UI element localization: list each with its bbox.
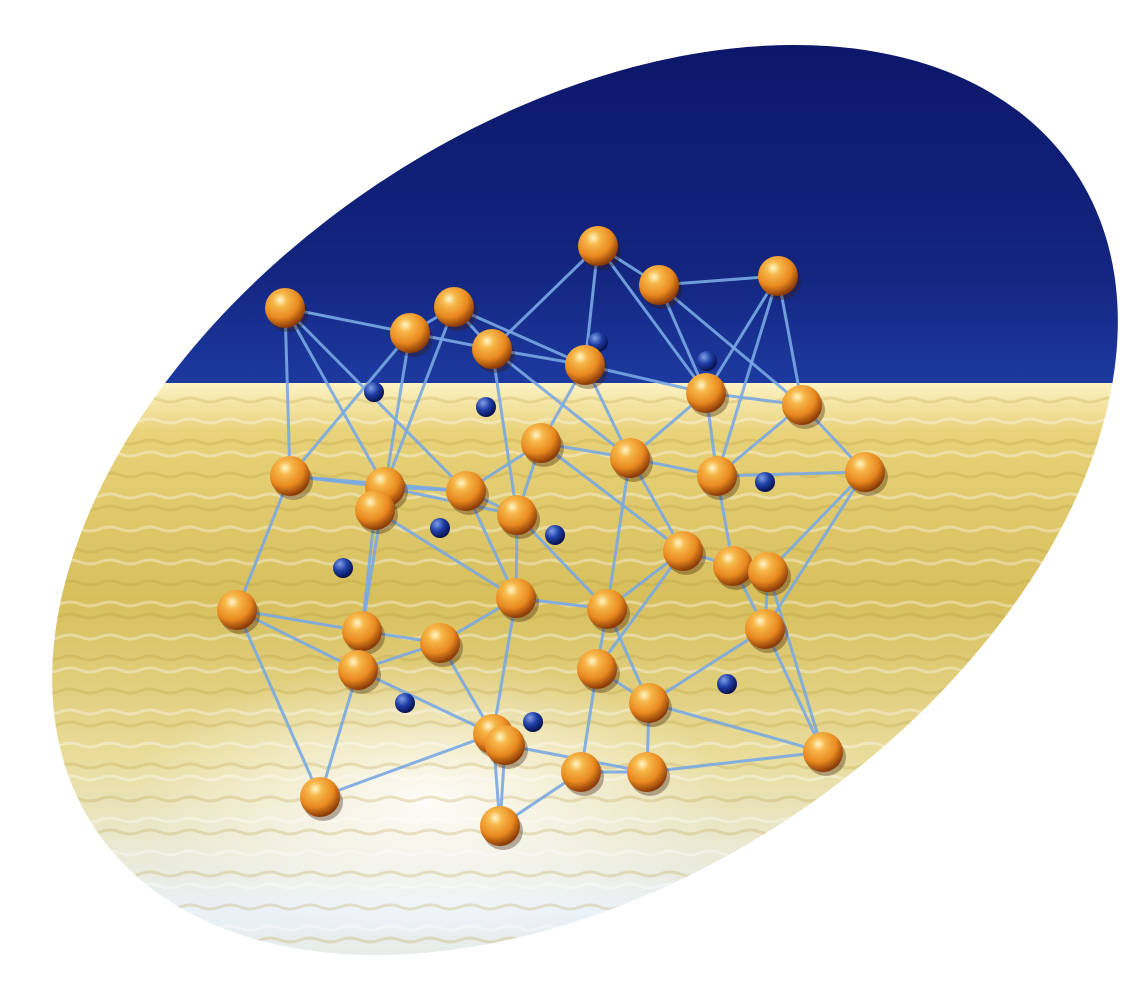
orange-sphere-node (629, 683, 669, 723)
small-blue-node (476, 397, 496, 417)
orange-sphere-node (782, 385, 822, 425)
orange-sphere-node (639, 265, 679, 305)
orange-sphere-node (610, 438, 650, 478)
orange-sphere-node (338, 650, 378, 690)
small-blue-node (364, 382, 384, 402)
ripple-line (0, 959, 1146, 963)
orange-sphere-node (480, 806, 520, 846)
ripple-line (0, 926, 1146, 930)
orange-sphere-node (434, 287, 474, 327)
orange-sphere-node (521, 423, 561, 463)
orange-sphere-node (472, 329, 512, 369)
small-blue-node (430, 518, 450, 538)
orange-sphere-node (578, 226, 618, 266)
orange-sphere-node (803, 732, 843, 772)
orange-sphere-node (265, 288, 305, 328)
orange-sphere-node (587, 589, 627, 629)
orange-sphere-node (713, 546, 753, 586)
small-blue-node (523, 712, 543, 732)
orange-sphere-node (845, 452, 885, 492)
orange-sphere-node (497, 495, 537, 535)
orange-sphere-node (748, 552, 788, 592)
orange-sphere-node (496, 578, 536, 618)
orange-sphere-node (758, 256, 798, 296)
orange-sphere-node (390, 313, 430, 353)
small-blue-node (755, 472, 775, 492)
small-blue-node (395, 693, 415, 713)
small-blue-node (717, 674, 737, 694)
orange-sphere-node (686, 373, 726, 413)
small-blue-node (697, 351, 717, 371)
orange-sphere-node (627, 752, 667, 792)
ripple-line (0, 992, 1146, 996)
small-blue-node (333, 558, 353, 578)
orange-sphere-node (270, 456, 310, 496)
small-blue-node (545, 525, 565, 545)
orange-sphere-node (485, 725, 525, 765)
ripple-line (0, 980, 1146, 984)
sky (0, 0, 1146, 385)
orange-sphere-node (342, 611, 382, 651)
orange-sphere-node (355, 490, 395, 530)
orange-sphere-node (446, 471, 486, 511)
orange-sphere-node (577, 649, 617, 689)
orange-sphere-node (565, 345, 605, 385)
orange-sphere-node (217, 590, 257, 630)
orange-sphere-node (697, 456, 737, 496)
orange-sphere-node (300, 777, 340, 817)
orange-sphere-node (745, 609, 785, 649)
orange-sphere-node (420, 623, 460, 663)
ripple-line (0, 938, 1146, 942)
orange-sphere-node (663, 531, 703, 571)
orange-sphere-node (561, 752, 601, 792)
